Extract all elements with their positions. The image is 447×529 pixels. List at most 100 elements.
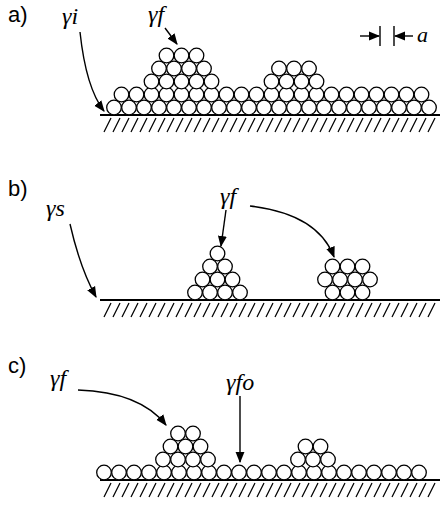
atom bbox=[127, 465, 142, 480]
surface-energy-symbol: γf bbox=[220, 184, 236, 208]
atom bbox=[384, 87, 399, 102]
hatch-stroke bbox=[194, 118, 201, 132]
hatch-stroke bbox=[230, 483, 237, 497]
atom bbox=[249, 87, 264, 102]
atom bbox=[171, 426, 186, 441]
surface-energy-symbol: γf bbox=[50, 366, 66, 390]
hatch-stroke bbox=[230, 303, 237, 317]
atom bbox=[186, 452, 201, 467]
hatch-stroke bbox=[113, 118, 120, 132]
atom bbox=[279, 74, 294, 89]
surface-energy-symbol: γs bbox=[46, 196, 65, 220]
atom bbox=[174, 48, 189, 63]
atom bbox=[354, 87, 369, 102]
hatch-stroke bbox=[239, 118, 246, 132]
hatch-stroke bbox=[320, 118, 327, 132]
hatch-stroke bbox=[320, 483, 327, 497]
hatch-stroke bbox=[149, 118, 156, 132]
atom bbox=[232, 465, 247, 480]
hatch-stroke bbox=[302, 303, 309, 317]
atom bbox=[107, 100, 122, 115]
panel-letter: b) bbox=[8, 178, 28, 200]
hatch-stroke bbox=[275, 303, 282, 317]
hatch-stroke bbox=[338, 483, 345, 497]
hatch-stroke bbox=[158, 303, 165, 317]
atom bbox=[318, 272, 333, 287]
leader-lines bbox=[70, 26, 413, 462]
hatch-stroke bbox=[266, 118, 273, 132]
atom bbox=[157, 465, 172, 480]
hatch-stroke bbox=[275, 483, 282, 497]
hatch-stroke bbox=[212, 483, 219, 497]
dimension-arrow bbox=[395, 35, 413, 36]
hatch-stroke bbox=[185, 303, 192, 317]
atom bbox=[217, 465, 232, 480]
hatch-stroke bbox=[365, 303, 372, 317]
hatch-stroke bbox=[113, 303, 120, 317]
atom bbox=[218, 285, 233, 300]
atom bbox=[272, 61, 287, 76]
hatch-stroke bbox=[356, 303, 363, 317]
atom bbox=[352, 465, 367, 480]
hatch-stroke bbox=[230, 118, 237, 132]
atom bbox=[97, 465, 112, 480]
dimension-tick bbox=[379, 26, 380, 46]
hatch-stroke bbox=[302, 483, 309, 497]
atom bbox=[225, 272, 240, 287]
atom bbox=[210, 246, 225, 261]
atom bbox=[313, 439, 328, 454]
hatch-stroke bbox=[122, 118, 129, 132]
atom bbox=[392, 100, 407, 115]
panel-letter: a) bbox=[8, 4, 28, 26]
hatch-stroke bbox=[203, 483, 210, 497]
hatch-stroke bbox=[383, 303, 390, 317]
atom bbox=[137, 100, 152, 115]
hatch-stroke bbox=[365, 118, 372, 132]
atom bbox=[347, 100, 362, 115]
atom bbox=[202, 465, 217, 480]
atom bbox=[321, 452, 336, 467]
atom bbox=[178, 439, 193, 454]
atom bbox=[307, 465, 322, 480]
hatch-stroke bbox=[221, 303, 228, 317]
atom bbox=[201, 452, 216, 467]
atom bbox=[340, 259, 355, 274]
atom bbox=[287, 100, 302, 115]
atom bbox=[399, 87, 414, 102]
surface-energy-symbol: γfo bbox=[226, 370, 254, 394]
atom bbox=[325, 285, 340, 300]
hatch-stroke bbox=[185, 483, 192, 497]
hatch-stroke bbox=[203, 303, 210, 317]
atom bbox=[382, 465, 397, 480]
atom bbox=[152, 61, 167, 76]
atom bbox=[257, 100, 272, 115]
substrate-line bbox=[100, 299, 440, 301]
atom bbox=[156, 452, 171, 467]
atom bbox=[302, 100, 317, 115]
atom bbox=[122, 100, 137, 115]
hatch-stroke bbox=[104, 303, 111, 317]
atom bbox=[412, 465, 427, 480]
atom bbox=[167, 61, 182, 76]
hatch-stroke bbox=[104, 483, 111, 497]
surface-energy-symbol: γf bbox=[148, 2, 164, 26]
hatch-stroke bbox=[149, 483, 156, 497]
hatch-stroke bbox=[122, 303, 129, 317]
hatch-stroke bbox=[122, 483, 129, 497]
atom bbox=[187, 465, 202, 480]
hatch-stroke bbox=[428, 303, 435, 317]
atom bbox=[294, 74, 309, 89]
hatch-stroke bbox=[320, 303, 327, 317]
substrate-hatching bbox=[100, 115, 440, 497]
panel-letter: c) bbox=[8, 355, 26, 377]
atom bbox=[287, 61, 302, 76]
atom bbox=[227, 100, 242, 115]
atom bbox=[309, 74, 324, 89]
atom bbox=[114, 87, 129, 102]
hatch-stroke bbox=[284, 118, 291, 132]
atom-circles bbox=[97, 48, 437, 480]
atom bbox=[242, 100, 257, 115]
atom bbox=[324, 87, 339, 102]
hatch-stroke bbox=[311, 483, 318, 497]
atom bbox=[340, 285, 355, 300]
